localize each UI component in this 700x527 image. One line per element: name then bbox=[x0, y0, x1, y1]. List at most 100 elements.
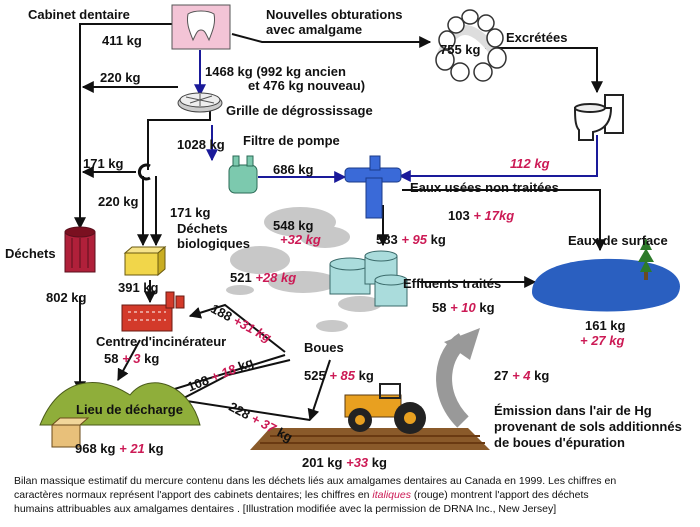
label-968: 968 kg bbox=[75, 441, 116, 456]
label-plus28: +28 kg bbox=[255, 270, 297, 285]
emission-arrow bbox=[436, 328, 480, 428]
tractor-field-icon bbox=[250, 383, 490, 450]
pump-filter-icon bbox=[228, 155, 258, 194]
label-emission-3: de boues d'épuration bbox=[494, 435, 625, 450]
label-391: 391 kg bbox=[118, 280, 159, 295]
figure-caption: Bilan massique estimatif du mercure cont… bbox=[14, 474, 694, 516]
arrow-incin-to-lieu bbox=[117, 339, 141, 382]
cabinet-dentaire-icon bbox=[171, 4, 231, 50]
label-plus95: + 95 bbox=[401, 232, 427, 247]
arrow-cabinet-to-fillings bbox=[231, 33, 432, 48]
mercury-flow-diagram bbox=[39, 4, 680, 450]
label-58b: 58 bbox=[432, 300, 447, 315]
blue-arrows bbox=[194, 50, 598, 183]
caption-line-2a: caractères normaux représent l'apport de… bbox=[14, 489, 373, 501]
label-58b-unit: kg bbox=[479, 300, 495, 315]
label-plus3: + 3 bbox=[122, 351, 141, 366]
label-161: 161 kg bbox=[585, 318, 626, 333]
label-201: 201 kg bbox=[302, 455, 343, 470]
arrow-grille-to-filter bbox=[147, 106, 211, 170]
label-201-group: 201 kg +33 kg bbox=[302, 455, 387, 470]
label-plus85: + 85 bbox=[329, 368, 355, 383]
label-525-unit: kg bbox=[358, 368, 374, 383]
label-525: 525 bbox=[304, 368, 326, 383]
treatment-tanks-icon bbox=[329, 250, 408, 307]
sewer-pipe-icon bbox=[344, 155, 402, 219]
label-686: 686 kg bbox=[273, 162, 314, 177]
label-802: 802 kg bbox=[46, 290, 87, 305]
arrow-boues-to-field bbox=[176, 359, 311, 421]
label-excretees: Excrétées bbox=[506, 30, 568, 45]
waste-bin-icon bbox=[64, 226, 96, 273]
label-centre: Centre d'incinérateur bbox=[96, 334, 227, 349]
bio-waste-box-icon bbox=[123, 245, 167, 277]
label-emission-1: Émission dans l'air de Hg bbox=[494, 403, 652, 418]
label-968-group: 968 kg + 21 kg bbox=[75, 441, 164, 456]
label-27-group: 27 + 4 kg bbox=[494, 368, 549, 383]
label-220a: 220 kg bbox=[100, 70, 141, 85]
surface-water-lake bbox=[532, 238, 680, 312]
arrow-to-excretees bbox=[485, 47, 603, 94]
arrow-boues-to-lieu bbox=[153, 354, 286, 398]
label-583: 583 bbox=[376, 232, 398, 247]
label-plus4: + 4 bbox=[512, 368, 531, 383]
label-583-unit: kg bbox=[430, 232, 446, 247]
label-411: 411 kg bbox=[102, 33, 142, 48]
label-cabinet: Cabinet dentaire bbox=[28, 7, 130, 22]
label-103: 103 bbox=[448, 208, 470, 223]
flow-arrows bbox=[74, 23, 606, 422]
label-171b: 171 kg bbox=[170, 205, 211, 220]
caption-line-3: humains attribuables aux amalgames denta… bbox=[14, 503, 557, 515]
label-521: 521 bbox=[230, 270, 252, 285]
label-968-unit: kg bbox=[148, 441, 164, 456]
incinerator-icon bbox=[121, 291, 185, 332]
arrow-toilet-to-eaux bbox=[398, 135, 598, 182]
label-eaux-surface: Eaux de surface bbox=[568, 233, 668, 248]
label-boues: Boues bbox=[304, 340, 344, 355]
label-plus32: +32 kg bbox=[280, 232, 321, 247]
label-755: 755 kg bbox=[440, 42, 481, 57]
label-plus10: + 10 bbox=[450, 300, 476, 315]
label-dechets: Déchets bbox=[5, 246, 56, 261]
label-dechets-bio-1: Déchets bbox=[177, 221, 228, 236]
label-nouvelles: Nouvelles obturations bbox=[266, 7, 403, 22]
teeth-arch-icon bbox=[435, 9, 507, 82]
label-201-unit: kg bbox=[371, 455, 387, 470]
label-grille: Grille de dégrossissage bbox=[226, 103, 373, 118]
label-1028: 1028 kg bbox=[177, 137, 225, 152]
label-58a-unit: kg bbox=[144, 351, 160, 366]
caption-line-2: caractères normaux représent l'apport de… bbox=[14, 488, 694, 502]
arrow-boues-to-incin bbox=[188, 303, 286, 353]
label-548: 548 kg bbox=[273, 218, 314, 233]
label-1468a: 1468 kg (992 kg ancien bbox=[205, 64, 346, 79]
caption-italic-word: italiques bbox=[372, 489, 411, 501]
label-1468b: et 476 kg nouveau) bbox=[248, 78, 366, 93]
label-27-unit: kg bbox=[534, 368, 550, 383]
label-lieu: Lieu de décharge bbox=[76, 402, 183, 417]
toilet-icon bbox=[573, 94, 624, 141]
arrow-eaux-to-surface bbox=[402, 189, 606, 252]
label-103-group: 103 + 17kg bbox=[448, 208, 514, 223]
junction-c-icon bbox=[137, 163, 151, 181]
label-plus21: + 21 bbox=[119, 441, 145, 456]
arrow-boues-to-field2 bbox=[307, 359, 331, 422]
label-plus33: +33 bbox=[346, 455, 369, 470]
label-plus17: + 17kg bbox=[473, 208, 515, 223]
label-27: 27 bbox=[494, 368, 509, 383]
label-plus27: + 27 kg bbox=[580, 333, 625, 348]
label-avec-amalgame: avec amalgame bbox=[266, 22, 363, 37]
label-eaux-usees: Eaux usées non traitées bbox=[410, 180, 559, 195]
label-dechets-bio-2: biologiques bbox=[177, 236, 250, 251]
label-521-group: 521 +28 kg bbox=[230, 270, 296, 285]
landfill-icon bbox=[39, 382, 201, 448]
smoke-clouds bbox=[226, 207, 382, 332]
caption-line-2b: (rouge) montrent l'apport des déchets bbox=[410, 489, 589, 501]
label-583-group: 583 + 95 kg bbox=[376, 232, 446, 247]
arrow-cabinet-to-dechets bbox=[74, 23, 172, 230]
label-emission-2: provenant de sols additionnés bbox=[494, 419, 682, 434]
label-58a: 58 bbox=[104, 351, 119, 366]
label-effluents: Effluents traités bbox=[403, 276, 502, 291]
label-171a: 171 kg bbox=[83, 156, 124, 171]
label-220b: 220 kg bbox=[98, 194, 139, 209]
label-58a-group: 58 + 3 kg bbox=[104, 351, 159, 366]
